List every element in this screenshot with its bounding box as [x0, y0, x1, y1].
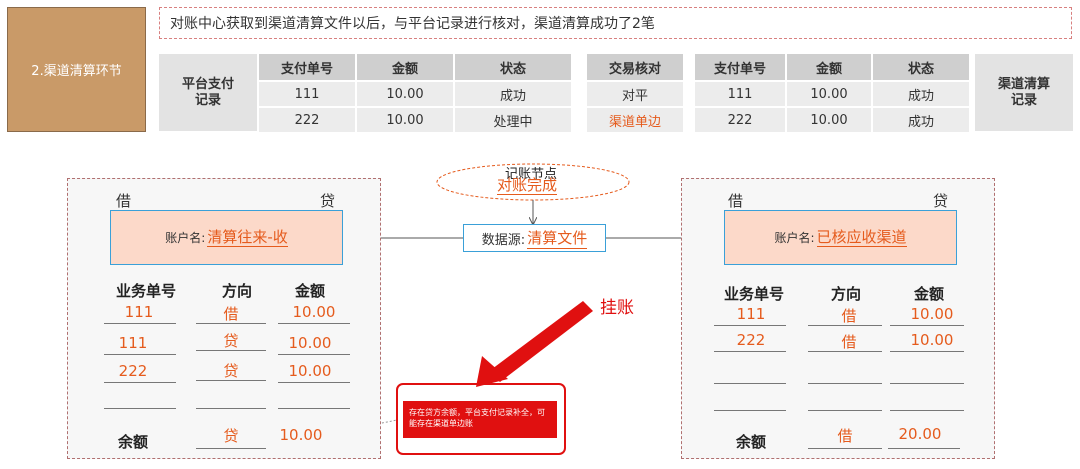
- platform-label: 平台支付记录: [159, 54, 257, 131]
- platform-cell: 222: [259, 108, 355, 132]
- note-box: 存在贷方余额，平台支付记录补全，可能存在渠道单边账: [403, 401, 557, 438]
- channel-cell: 10.00: [787, 82, 871, 106]
- left-entry-dir: 借: [223, 305, 239, 323]
- channel-label: 渠道清算记录: [975, 54, 1073, 131]
- platform-header-status: 状态: [455, 54, 571, 80]
- right-entry-amount: 10.00: [910, 331, 954, 349]
- source-box: 数据源:清算文件: [463, 224, 606, 252]
- left-col-amount: 金额: [295, 282, 326, 300]
- right-account-box: 账户名:已核应收渠道: [724, 210, 957, 265]
- left-col-id: 业务单号: [116, 282, 177, 300]
- suspense-arrow-shaft: [488, 301, 593, 382]
- stage-box: 2.渠道清算环节: [7, 7, 146, 132]
- node-value: 对账完成: [497, 176, 558, 195]
- right-account-value: 已核应收渠道: [816, 228, 907, 247]
- right-entry-dir: 借: [841, 333, 857, 351]
- left-balance-amount: 10.00: [279, 426, 323, 444]
- left-debit-label: 借: [116, 192, 132, 210]
- left-credit-label: 贷: [320, 192, 336, 210]
- left-account-label: 账户名:: [165, 231, 206, 245]
- right-col-id: 业务单号: [724, 285, 785, 303]
- channel-header-status: 状态: [873, 54, 969, 80]
- channel-cell: 222: [695, 108, 785, 132]
- stage-label: 2.渠道清算环节: [31, 64, 122, 79]
- platform-header-amount: 金额: [357, 54, 453, 80]
- right-entry-amount: 10.00: [910, 305, 954, 323]
- right-entry-id: 111: [736, 305, 766, 323]
- channel-header-amount: 金额: [787, 54, 871, 80]
- left-entry-id: 222: [118, 362, 148, 380]
- source-value: 清算文件: [527, 229, 588, 249]
- left-entry-dir: 贷: [223, 332, 239, 350]
- right-col-amount: 金额: [914, 285, 945, 303]
- left-entry-amount: 10.00: [288, 334, 332, 352]
- source-label: 数据源:: [481, 232, 526, 248]
- platform-cell: 10.00: [357, 82, 453, 106]
- left-entry-dir: 贷: [223, 362, 239, 380]
- note-frame: [396, 383, 566, 455]
- right-credit-label: 贷: [933, 192, 949, 210]
- right-balance-amount: 20.00: [898, 425, 942, 443]
- suspense-label: 挂账: [600, 298, 634, 318]
- channel-cell: 成功: [873, 108, 969, 132]
- channel-header-id: 支付单号: [695, 54, 785, 80]
- left-entry-amount: 10.00: [288, 362, 332, 380]
- platform-cell: 成功: [455, 82, 571, 106]
- node-title: 记账节点: [505, 167, 558, 182]
- channel-cell: 成功: [873, 82, 969, 106]
- left-balance-dir: 贷: [223, 427, 239, 445]
- platform-header-id: 支付单号: [259, 54, 355, 80]
- check-result-unilateral: 渠道单边: [587, 108, 683, 132]
- right-account-label: 账户名:: [774, 231, 815, 245]
- channel-cell: 10.00: [787, 108, 871, 132]
- platform-cell: 处理中: [455, 108, 571, 132]
- right-col-dir: 方向: [831, 285, 862, 303]
- right-balance-label: 余额: [736, 433, 767, 451]
- right-entry-dir: 借: [841, 307, 857, 325]
- check-result: 对平: [587, 82, 683, 106]
- left-entry-id: 111: [118, 334, 148, 352]
- left-entry-id: 111: [124, 303, 154, 321]
- left-entry-amount: 10.00: [292, 303, 336, 321]
- right-debit-label: 借: [728, 192, 744, 210]
- check-header: 交易核对: [587, 54, 683, 80]
- left-account-value: 清算往来-收: [207, 228, 288, 247]
- channel-cell: 111: [695, 82, 785, 106]
- suspense-arrow-head: [476, 356, 508, 387]
- left-col-dir: 方向: [222, 282, 253, 300]
- platform-cell: 111: [259, 82, 355, 106]
- platform-cell: 10.00: [357, 108, 453, 132]
- right-balance-dir: 借: [837, 427, 853, 445]
- left-balance-label: 余额: [118, 433, 149, 451]
- right-entry-id: 222: [736, 331, 766, 349]
- description: 对账中心获取到渠道清算文件以后，与平台记录进行核对，渠道清算成功了2笔: [159, 7, 1072, 39]
- left-account-box: 账户名:清算往来-收: [110, 210, 343, 265]
